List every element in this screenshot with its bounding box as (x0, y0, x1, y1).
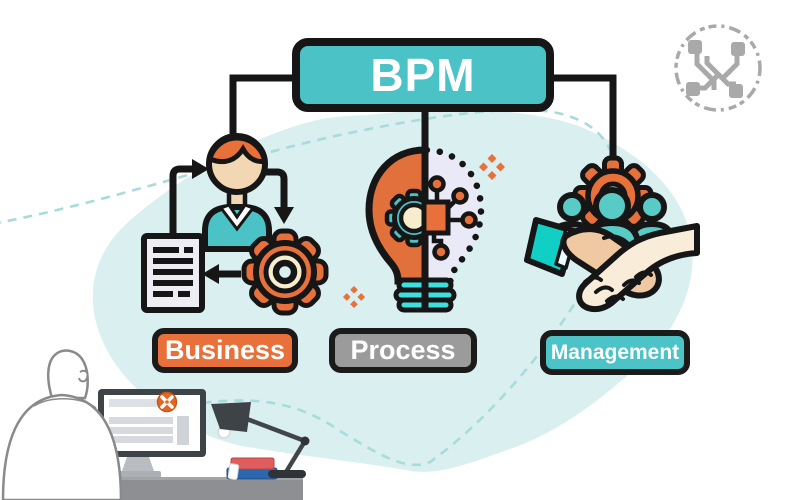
books-icon (226, 457, 278, 480)
management-label: Management (550, 340, 680, 364)
connector-right (552, 74, 617, 163)
bpm-root-label: BPM (370, 49, 476, 101)
gear-icon (241, 228, 329, 316)
error-popup-icon (156, 391, 178, 413)
cycle-arrows-icon (169, 159, 294, 284)
business-label: Business (164, 335, 286, 365)
handshake-icon (524, 217, 700, 313)
circuit-icon (421, 175, 478, 261)
dashed-curve-top (0, 108, 612, 224)
management-handshake-icon (524, 155, 700, 313)
sparkle-icon (342, 154, 505, 309)
desk-lamp-icon (211, 402, 310, 478)
desk-scene (1, 349, 310, 500)
document-icon (141, 233, 205, 313)
brand-logo-watermark-icon (674, 24, 762, 112)
bpm-root-node: BPM (292, 38, 554, 112)
process-label-box: Process (329, 328, 477, 373)
connector-left (229, 74, 294, 140)
process-bulb-icon (369, 106, 481, 313)
business-label-box: Business (152, 328, 298, 373)
business-workflow-icon (141, 133, 329, 316)
person-icon (202, 133, 272, 252)
person-silhouette (1, 349, 123, 500)
desk (95, 477, 303, 500)
process-label: Process (350, 335, 456, 365)
management-label-box: Management (540, 330, 690, 375)
monitor-icon (98, 389, 206, 479)
